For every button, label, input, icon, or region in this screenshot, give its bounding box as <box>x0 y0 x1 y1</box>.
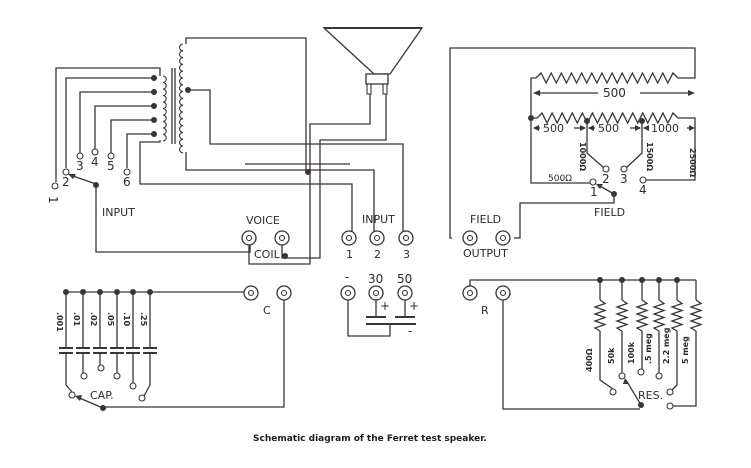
field-segment-3: 1000 <box>651 122 679 135</box>
input-selector-switch[interactable] <box>51 148 131 250</box>
input-jack-1[interactable] <box>341 230 357 246</box>
capacitor-bank: .001 .01 .02 .05 .10 .25 <box>55 289 157 397</box>
cap-value-label: .02 <box>89 312 98 326</box>
field-resistor-top <box>535 71 679 85</box>
voice-coil-jack-2[interactable] <box>274 230 290 246</box>
cap-jack-1[interactable] <box>243 285 259 301</box>
input-transformer <box>162 43 184 154</box>
field-tap-number-1: 1 <box>590 185 598 199</box>
resistor-symbol <box>635 299 649 332</box>
secondary-coil <box>179 43 184 154</box>
electrolytic-plus-30: + <box>380 299 390 313</box>
cap-value-label: .05 <box>106 312 115 327</box>
cap-selector-switch[interactable] <box>68 364 146 411</box>
resistor-symbol <box>689 299 703 332</box>
cap-lead <box>65 353 73 393</box>
res-jack-1[interactable] <box>462 285 478 301</box>
input-jack-label-1: 1 <box>346 248 353 261</box>
input-switch-label: INPUT <box>102 206 135 219</box>
electrolytic-jack-50[interactable] <box>397 285 413 301</box>
res-selector-switch[interactable] <box>609 368 674 410</box>
figure-caption: Schematic diagram of the Ferret test spe… <box>253 434 487 444</box>
primary-coil <box>162 75 167 142</box>
cap-value-label: .25 <box>139 312 148 327</box>
cap-switch-label: CAP. <box>90 389 114 402</box>
field-segment-1: 500 <box>543 122 564 135</box>
field-tap-number-3: 3 <box>620 172 628 186</box>
electrolytic-label-50: 50 <box>397 272 412 286</box>
res-lead <box>599 331 614 390</box>
input-jack-label-3: 3 <box>403 248 410 261</box>
input-jack-label-2: 2 <box>374 248 381 261</box>
electrolytic-minus: - <box>408 324 412 338</box>
field-tap-value-4: 2500Ω <box>688 148 697 177</box>
field-tap-number-4: 4 <box>639 183 647 197</box>
field-output-label-top: FIELD <box>470 213 501 226</box>
res-jack-label: R <box>481 304 489 317</box>
dimension-arrows <box>533 90 695 131</box>
res-value-label: 50k <box>607 347 616 364</box>
field-tap-value-3: 1500Ω <box>645 142 654 171</box>
field-output-jack-2[interactable] <box>495 230 511 246</box>
field-top-value: 500 <box>603 86 626 100</box>
field-output-jack-1[interactable] <box>462 230 478 246</box>
res-value-label: .5 meg <box>644 333 653 364</box>
voice-coil-label-top: VOICE <box>246 214 280 227</box>
field-tap-number-2: 2 <box>602 172 610 186</box>
field-switch-label: FIELD <box>594 206 625 219</box>
electrolytic-plus-50: + <box>409 299 419 313</box>
cap-value-label: .10 <box>122 312 131 327</box>
electrolytic-label-minus: - <box>345 270 349 284</box>
field-selector-switch[interactable] <box>589 165 647 197</box>
field-tap-value-2: 1000Ω <box>578 142 587 171</box>
field-output-label-bottom: OUTPUT <box>463 247 508 260</box>
resistor-symbol <box>652 299 666 332</box>
electrolytic-label-30: 30 <box>368 272 383 286</box>
field-resistor-tapped <box>536 111 679 125</box>
res-jack-2[interactable] <box>495 285 511 301</box>
electrolytic-jack-30[interactable] <box>368 285 384 301</box>
input-tap-label-6: 6 <box>123 175 131 189</box>
resistor-symbol <box>670 299 684 332</box>
input-jack-2[interactable] <box>369 230 385 246</box>
electrolytic-jack-minus[interactable] <box>340 285 356 301</box>
cap-jack-2[interactable] <box>276 285 292 301</box>
speaker-icon <box>322 27 424 95</box>
resistor-symbol <box>593 299 607 332</box>
input-tap-label-1: 1 <box>46 196 60 204</box>
cap-jack-label: C <box>263 304 271 317</box>
input-jacks-label: INPUT <box>362 213 395 226</box>
resistor-bank: 400Ω 50k 100k .5 meg 2.2 meg 5 meg <box>585 277 703 407</box>
input-tap-label-4: 4 <box>91 155 99 169</box>
res-value-label: 100k <box>627 341 636 364</box>
res-value-label: 2.2 meg <box>662 327 671 364</box>
field-segment-2: 500 <box>598 122 619 135</box>
voice-coil-jack-1[interactable] <box>241 230 257 246</box>
res-switch-label: RES. <box>638 389 663 402</box>
input-tap-label-3: 3 <box>76 159 84 173</box>
input-tap-label-2: 2 <box>62 175 70 189</box>
field-tap-value-1: 500Ω <box>548 174 572 184</box>
resistor-symbol <box>615 299 629 332</box>
res-value-label: 5 meg <box>681 336 690 364</box>
cap-lead <box>143 353 151 397</box>
res-value-label: 400Ω <box>585 348 594 372</box>
voice-coil-label-bottom: COIL <box>254 248 281 261</box>
input-tap-label-5: 5 <box>107 159 115 173</box>
cap-value-label: .01 <box>72 312 81 327</box>
res-lead <box>673 331 697 407</box>
input-jack-3[interactable] <box>398 230 414 246</box>
res-lead <box>671 331 678 391</box>
cap-value-label: .001 <box>55 312 64 332</box>
